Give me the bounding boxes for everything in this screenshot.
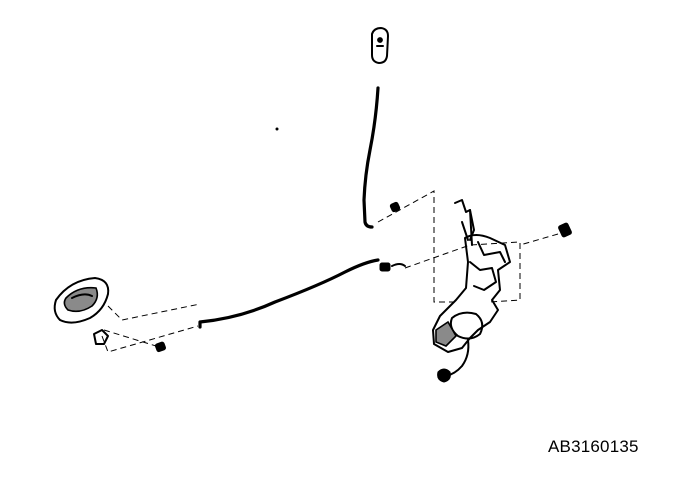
guide-line-release-rod bbox=[404, 241, 521, 303]
lock-knob-rod-end bbox=[371, 27, 389, 64]
handle-screw bbox=[154, 341, 167, 353]
guide-line-lock-rod bbox=[377, 190, 458, 303]
inside-door-handle bbox=[53, 277, 110, 324]
latch-screw bbox=[519, 222, 572, 246]
release-rod bbox=[198, 258, 380, 329]
release-rod-end bbox=[379, 262, 406, 272]
handle-nut bbox=[93, 329, 109, 345]
reference-dot bbox=[275, 127, 279, 131]
figure-reference-code: AB3160135 bbox=[548, 437, 639, 456]
lock-rod bbox=[362, 86, 380, 229]
door-latch-assembly bbox=[432, 199, 511, 383]
guide-line-handle bbox=[101, 303, 201, 353]
rod-clip-upper bbox=[389, 201, 401, 213]
